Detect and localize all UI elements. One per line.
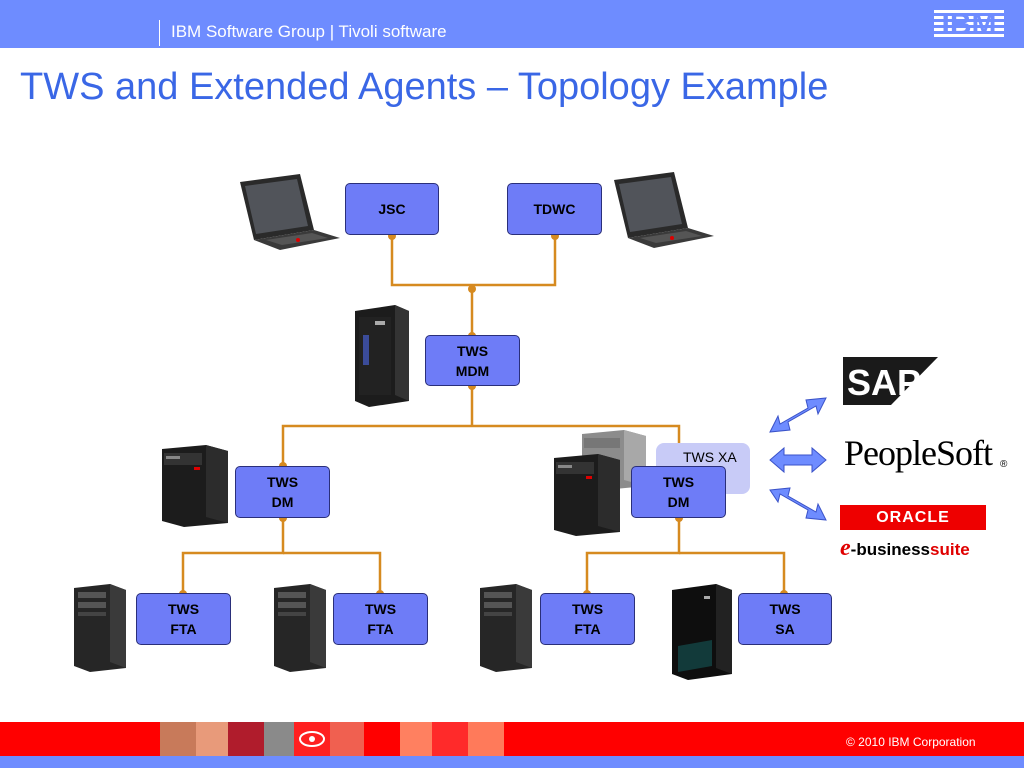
oracle-logo: ORACLE — [840, 505, 986, 530]
desktop-tower-icon — [74, 584, 126, 672]
node-tws-fta-3: TWS FTA — [540, 593, 635, 645]
node-tws-fta-2-line2: FTA — [367, 621, 394, 637]
ebs-business-text: -business — [850, 540, 931, 559]
node-tws-dm-left-line2: DM — [271, 494, 294, 510]
desktop-tower-icon — [274, 584, 326, 672]
rack-server-icon — [554, 454, 620, 536]
node-jsc: JSC — [345, 183, 439, 235]
node-tws-sa: TWS SA — [738, 593, 832, 645]
node-tws-fta-3-line1: TWS — [571, 601, 604, 617]
double-arrow-icon — [769, 397, 827, 521]
node-tws-dm-right: TWS DM — [631, 466, 726, 518]
node-tws-fta-2: TWS FTA — [333, 593, 428, 645]
node-tdwc: TDWC — [507, 183, 602, 235]
ebs-e-letter: e — [840, 535, 851, 561]
ibm-logo-text: IBM — [942, 8, 997, 40]
ibm-logo: IBM — [934, 8, 1004, 40]
node-tws-fta-1: TWS FTA — [136, 593, 231, 645]
footer-image-strip — [160, 722, 540, 756]
node-tws-dm-left-line1: TWS — [266, 474, 299, 490]
header-separator — [159, 20, 160, 46]
footer-bottom-bar — [0, 756, 1024, 768]
node-tws-sa-line2: SA — [775, 621, 795, 637]
desktop-tower-icon — [480, 584, 532, 672]
node-tws-mdm: TWS MDM — [425, 335, 520, 386]
node-tws-fta-1-line2: FTA — [170, 621, 197, 637]
node-tws-sa-line1: TWS — [769, 601, 801, 617]
sap-logo-text: SAP — [847, 362, 921, 403]
node-tws-mdm-line1: TWS — [456, 342, 489, 359]
header-bar — [0, 0, 1024, 48]
node-tws-fta-3-line2: FTA — [574, 621, 601, 637]
sap-logo: SAP — [843, 357, 938, 405]
header-title: IBM Software Group | Tivoli software — [171, 22, 447, 41]
tws-xa-label: TWS XA — [683, 449, 737, 465]
laptop-icon — [614, 172, 714, 248]
peoplesoft-logo: PeopleSoft — [844, 433, 993, 473]
node-tws-dm-left: TWS DM — [235, 466, 330, 518]
tower-server-icon — [355, 305, 409, 407]
copyright-text: © 2010 IBM Corporation — [846, 735, 976, 749]
node-tws-fta-2-line1: TWS — [364, 601, 397, 617]
node-tws-mdm-line2: MDM — [455, 362, 490, 379]
peoplesoft-registered-mark: ® — [1000, 459, 1008, 470]
rack-server-icon — [162, 445, 228, 527]
laptop-icon — [240, 174, 340, 250]
ebusiness-suite-logo: e-businesssuite — [840, 535, 970, 562]
node-jsc-label: JSC — [378, 201, 406, 217]
ebs-suite-text: suite — [930, 540, 970, 559]
node-tws-dm-right-line1: TWS — [662, 474, 695, 490]
node-tws-dm-right-line2: DM — [667, 494, 690, 510]
tower-server-icon — [672, 584, 732, 680]
node-tdwc-label: TDWC — [533, 201, 576, 217]
node-tws-fta-1-line1: TWS — [167, 601, 200, 617]
slide-title: TWS and Extended Agents – Topology Examp… — [20, 66, 829, 108]
